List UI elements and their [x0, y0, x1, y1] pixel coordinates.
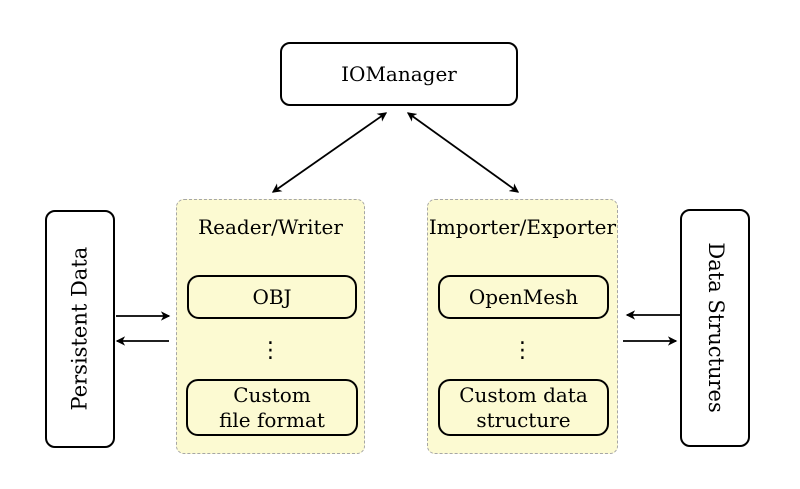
importer-exporter-ellipsis: ⋮: [511, 338, 534, 363]
arrow-iomanager-importerexporter: [406, 112, 520, 193]
node-iomanager-label: IOManager: [341, 62, 457, 86]
node-data-structures-label: Data Structures: [703, 242, 728, 414]
group-importer-exporter-title: Importer/Exporter: [428, 215, 617, 239]
group-reader-writer-title: Reader/Writer: [198, 215, 343, 239]
subnode-custom-data-structure-line2: structure: [476, 407, 571, 432]
subnode-obj-label: OBJ: [252, 284, 292, 309]
group-importer-exporter: Importer/Exporter OpenMesh ⋮ Custom data…: [427, 199, 618, 454]
subnode-obj: OBJ: [187, 275, 357, 319]
subnode-openmesh-label: OpenMesh: [468, 284, 579, 309]
node-data-structures: Data Structures: [680, 209, 750, 447]
reader-writer-ellipsis: ⋮: [259, 338, 282, 363]
subnode-custom-file-format: Custom file format: [186, 379, 358, 436]
node-persistent-data-label: Persistent Data: [67, 247, 92, 411]
group-reader-writer: Reader/Writer OBJ ⋮ Custom file format: [176, 199, 365, 454]
arrow-iomanager-readerwriter: [271, 112, 388, 193]
node-iomanager: IOManager: [280, 42, 518, 106]
subnode-custom-file-format-line1: Custom: [233, 382, 311, 407]
subnode-custom-data-structure: Custom data structure: [438, 379, 609, 436]
subnode-custom-data-structure-line1: Custom data: [459, 382, 588, 407]
node-persistent-data: Persistent Data: [45, 210, 115, 448]
subnode-custom-file-format-line2: file format: [219, 407, 325, 432]
subnode-openmesh: OpenMesh: [438, 275, 609, 319]
